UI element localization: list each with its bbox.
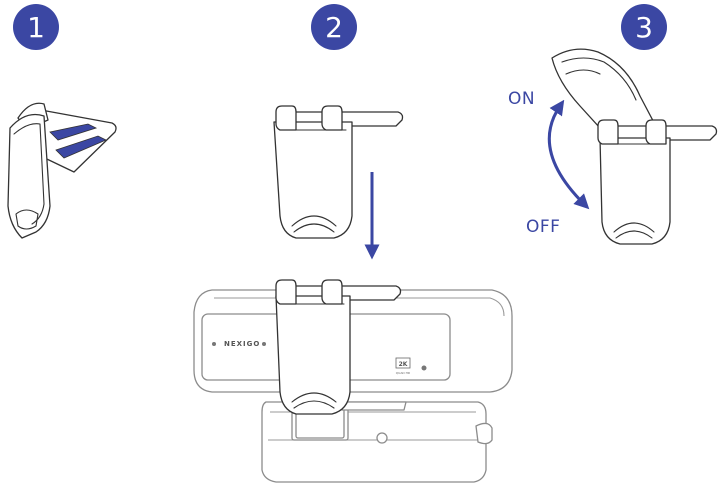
on-label: ON xyxy=(508,89,535,109)
on-off-arrow xyxy=(549,106,584,204)
webcam-mic-right xyxy=(262,342,266,346)
step-3-badge: 3 xyxy=(621,4,667,50)
webcam-brand: NEXIGO xyxy=(224,340,260,348)
step-2-badge: 2 xyxy=(311,4,357,50)
off-label: OFF xyxy=(526,217,560,237)
webcam-mic-left xyxy=(212,342,216,346)
webcam-indicator xyxy=(422,366,427,371)
webcam: NEXIGO 2K QUAD HD xyxy=(194,290,512,482)
step-3-privacy-cover xyxy=(552,49,717,244)
badge-2k-text: 2K xyxy=(399,361,408,368)
badge-sub-text: QUAD HD xyxy=(396,371,411,375)
step-3-number: 3 xyxy=(635,11,653,44)
step-2-privacy-cover xyxy=(274,106,403,238)
step-1-badge: 1 xyxy=(13,4,59,50)
step-1-privacy-cover-adhesive xyxy=(8,103,116,238)
step-2-number: 2 xyxy=(325,11,343,44)
webcam-2k-badge: 2K QUAD HD xyxy=(396,358,411,375)
step-1-number: 1 xyxy=(27,11,45,44)
